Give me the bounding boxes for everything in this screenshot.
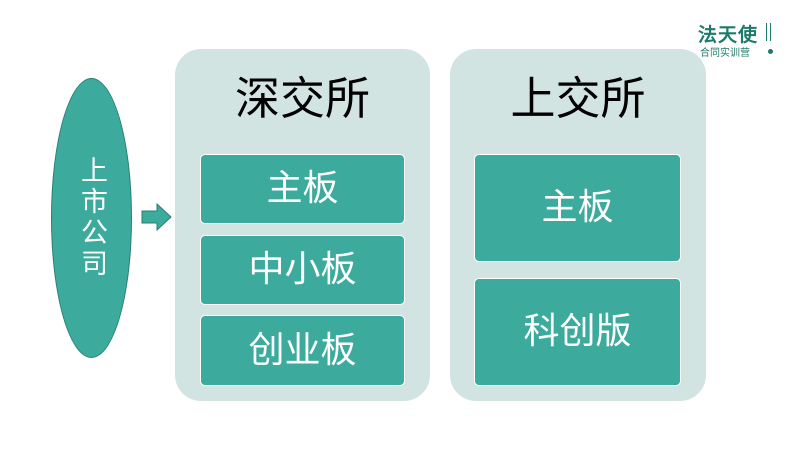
listed-company-label: 上市公司 bbox=[76, 156, 107, 280]
shenzhen-exchange-title: 深交所 bbox=[234, 72, 370, 125]
shanghai-exchange-panel: 上交所 主板 科创版 bbox=[450, 49, 706, 401]
logo-dot-mark bbox=[768, 49, 773, 54]
sh-board-star: 科创版 bbox=[474, 278, 681, 386]
sh-board-main: 主板 bbox=[474, 154, 681, 262]
listed-company-node: 上市公司 bbox=[51, 78, 132, 358]
sz-board-main: 主板 bbox=[200, 154, 405, 224]
right-arrow-icon bbox=[141, 203, 172, 232]
logo-title: 法天使 bbox=[698, 24, 759, 46]
shanghai-exchange-title: 上交所 bbox=[510, 72, 646, 125]
brand-logo: 法天使 合同实训营 bbox=[698, 20, 782, 60]
sz-board-chinext: 创业板 bbox=[200, 315, 405, 386]
sz-board-sme: 中小板 bbox=[200, 235, 405, 305]
logo-subtitle: 合同实训营 bbox=[700, 48, 750, 59]
shenzhen-exchange-panel: 深交所 主板 中小板 创业板 bbox=[175, 49, 430, 401]
logo-bar-mark bbox=[766, 23, 771, 41]
